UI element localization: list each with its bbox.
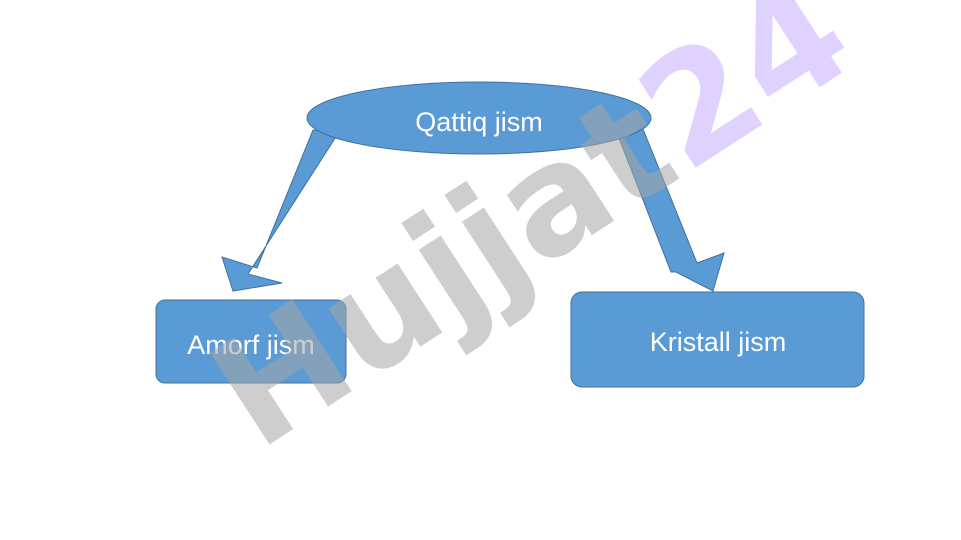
root-node-label: Qattiq jism <box>415 107 543 137</box>
root-node <box>306 81 652 155</box>
kristall-node-label: Kristall jism <box>650 327 787 357</box>
amorf-node <box>155 299 347 384</box>
watermark: Hujjat 24 <box>183 0 881 482</box>
arrow-to-kristall <box>616 128 725 292</box>
amorf-node-label: Amorf jism <box>187 330 315 360</box>
arrow-to-amorf <box>221 129 340 292</box>
kristall-node <box>570 291 865 388</box>
